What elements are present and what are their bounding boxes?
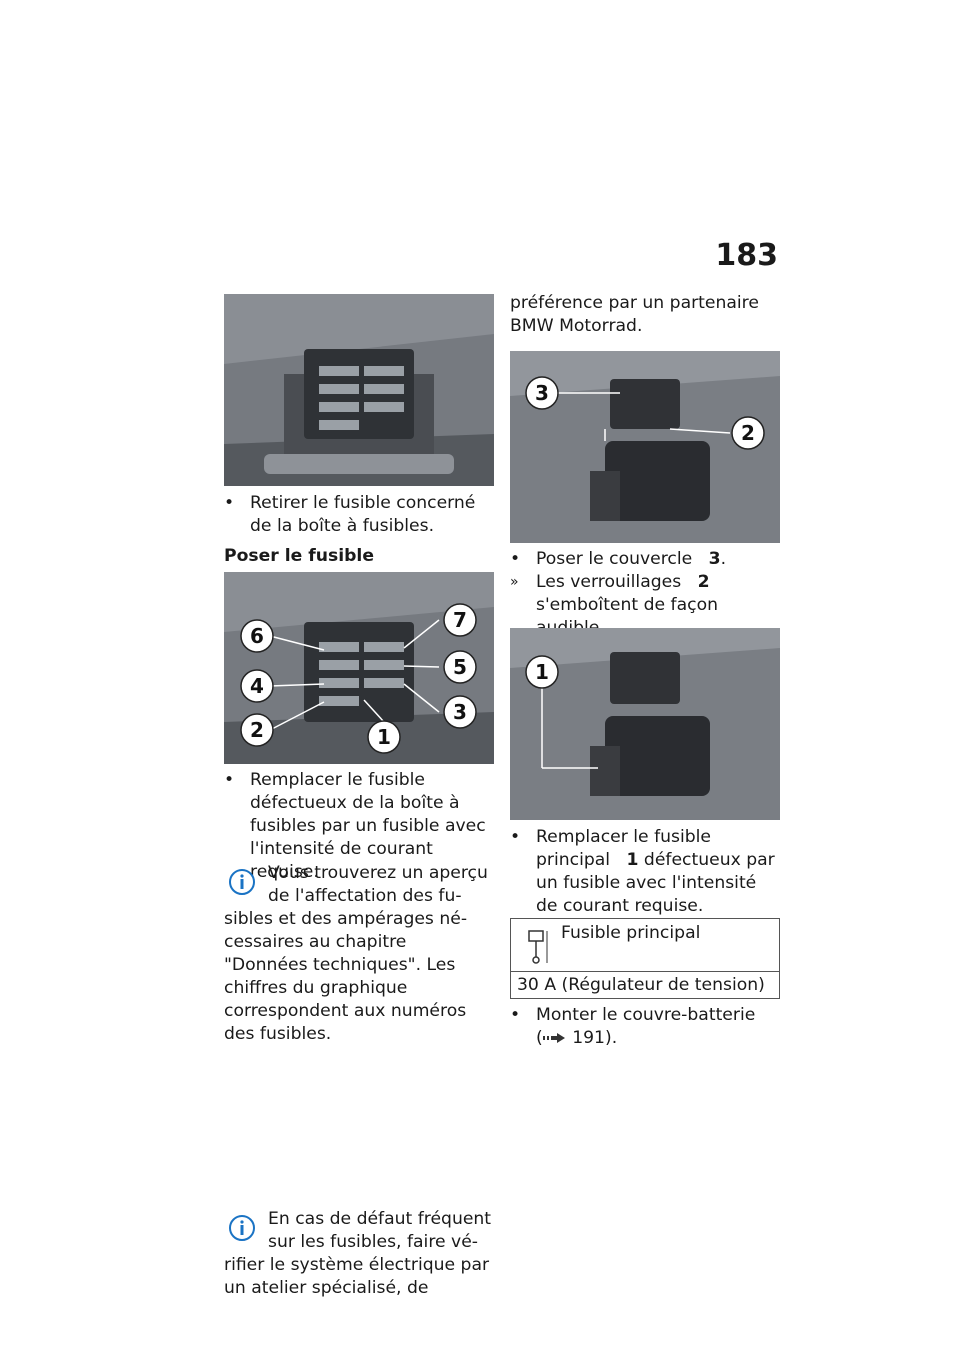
bullet-mount-cover: •Monter le couvre-batterie( 191). <box>510 1005 756 1048</box>
main-fuse-table: Fusible principal 30 A (Régulateur de te… <box>510 918 780 999</box>
continuation-text: préférence par un partenaire BMW Motorra… <box>510 293 759 336</box>
page-number: 183 <box>715 238 778 273</box>
fig2-label-1: 1 <box>377 725 391 749</box>
fig2-label-3: 3 <box>453 700 467 724</box>
fig4-label-1: 1 <box>535 660 549 684</box>
table-value: 30 A (Régulateur de tension) <box>517 975 765 995</box>
fig3-label-2: 2 <box>741 421 755 445</box>
table-header-label: Fusible principal <box>561 923 701 943</box>
fuse-box-numbered-photo: 6 4 2 7 5 3 1 <box>224 572 494 764</box>
page-reference[interactable]: 191). <box>572 1028 618 1048</box>
info-icon <box>229 869 255 895</box>
info-icon <box>229 1215 255 1241</box>
fuse-icon <box>528 930 548 964</box>
table-header: Fusible principal <box>511 919 779 972</box>
info-note-1: Vous trouverez un aperçu de l'affectatio… <box>224 863 488 1044</box>
bullet-install-cover: •Poser le couvercle 3. <box>510 549 727 569</box>
main-fuse-photo: 1 <box>510 628 780 820</box>
fig2-label-5: 5 <box>453 655 467 679</box>
section-heading: Poser le fusible <box>224 546 374 566</box>
fuse-box-photo <box>224 294 494 486</box>
fig3-label-3: 3 <box>535 381 549 405</box>
fig2-label-7: 7 <box>453 608 467 632</box>
info-note-2: En cas de défaut fréquent sur les fusibl… <box>224 1209 492 1298</box>
bullet-replace-main-fuse: •Remplacer le fusible principal 1 défect… <box>510 827 775 916</box>
battery-cover-photo: 3 2 <box>510 351 780 543</box>
bullet-replace-fuse: •Remplacer le fusible défectueux de la b… <box>224 770 486 882</box>
page-reference-arrow-icon <box>542 1033 565 1043</box>
bullet-remove-fuse: •Retirer le fusible concerné de la boîte… <box>224 493 476 536</box>
fig2-label-4: 4 <box>250 674 264 698</box>
fig2-label-2: 2 <box>250 718 264 742</box>
fig2-label-6: 6 <box>250 624 264 648</box>
